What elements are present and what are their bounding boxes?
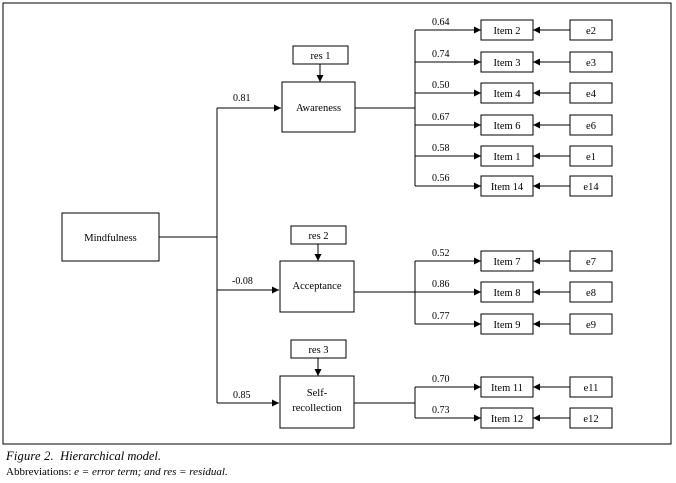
awareness-node: Awareness [281,81,356,133]
residual-3-label: res 3 [308,345,328,356]
e1-label: e1 [586,152,596,163]
e4-label: e4 [586,89,597,100]
item-14-label: Item 14 [491,182,524,193]
e14-label: e14 [583,182,599,193]
selfrecollection-label-line2: recollection [292,403,342,414]
e12-label: e12 [583,414,598,425]
residual-2-label: res 2 [308,231,328,242]
residual-1: res 1 [292,45,349,65]
item-11-loading: 0.70 [432,374,450,385]
coef-selfrecollection: 0.85 [233,390,251,401]
awareness-label: Awareness [296,103,341,114]
mindfulness-node: Mindfulness [61,212,160,262]
item-9-label: Item 9 [493,320,520,331]
e9-label: e9 [586,320,596,331]
e6-label: e6 [586,121,596,132]
selfrecollection-label-line1: Self- [307,388,328,399]
e8-label: e8 [586,288,596,299]
e1-box [569,145,613,167]
mindfulness-label: Mindfulness [84,233,137,244]
item-9-loading: 0.77 [432,311,450,322]
e14-box [569,175,613,197]
abbreviations-text: e = error term; and res = residual. [74,466,228,478]
abbreviations-note: Abbreviations: e = error term; and res =… [6,466,228,478]
figure-number: Figure 2. [6,449,54,463]
e6-box [569,114,613,136]
item-1-loading: 0.58 [432,143,450,154]
e2-label: e2 [586,26,596,37]
e3-box [569,51,613,73]
item-8-loading: 0.86 [432,279,450,290]
item-6-loading: 0.67 [432,112,450,123]
e4-box [569,82,613,104]
acceptance-label: Acceptance [293,281,342,292]
item-12-label: Item 12 [491,414,523,425]
e8-box [569,281,613,303]
e7-label: e7 [586,257,596,268]
e11-label: e11 [584,383,599,394]
item-12-loading: 0.73 [432,405,450,416]
item-3-loading: 0.74 [432,49,450,60]
item-2-loading: 0.64 [432,17,450,28]
figure-caption: Figure 2. Hierarchical model. [6,449,161,464]
item-11-label: Item 11 [491,383,523,394]
e11-box [569,376,613,398]
selfrecollection-node: Self- recollection [279,375,355,429]
item-8-label: Item 8 [493,288,520,299]
e9-box [569,313,613,335]
coef-awareness: 0.81 [233,93,251,104]
e2-box [569,19,613,41]
acceptance-node: Acceptance [279,260,355,313]
item-6-label: Item 6 [493,121,520,132]
item-14-loading: 0.56 [432,173,450,184]
e12-box [569,407,613,429]
e7-box [569,250,613,272]
item-3-label: Item 3 [493,58,520,69]
item-1-label: Item 1 [493,152,520,163]
e3-label: e3 [586,58,596,69]
figure-title: Hierarchical model. [60,449,162,463]
item-4-label: Item 4 [493,89,521,100]
item-7-label: Item 7 [493,257,520,268]
coef-acceptance: -0.08 [232,276,253,287]
figure-border [2,2,672,445]
abbreviations-prefix: Abbreviations: [6,466,75,478]
residual-2: res 2 [290,225,347,245]
item-2-label: Item 2 [493,26,520,37]
residual-1-label: res 1 [310,51,330,62]
residual-3: res 3 [290,339,347,359]
item-4-loading: 0.50 [432,80,450,91]
item-7-loading: 0.52 [432,248,450,259]
